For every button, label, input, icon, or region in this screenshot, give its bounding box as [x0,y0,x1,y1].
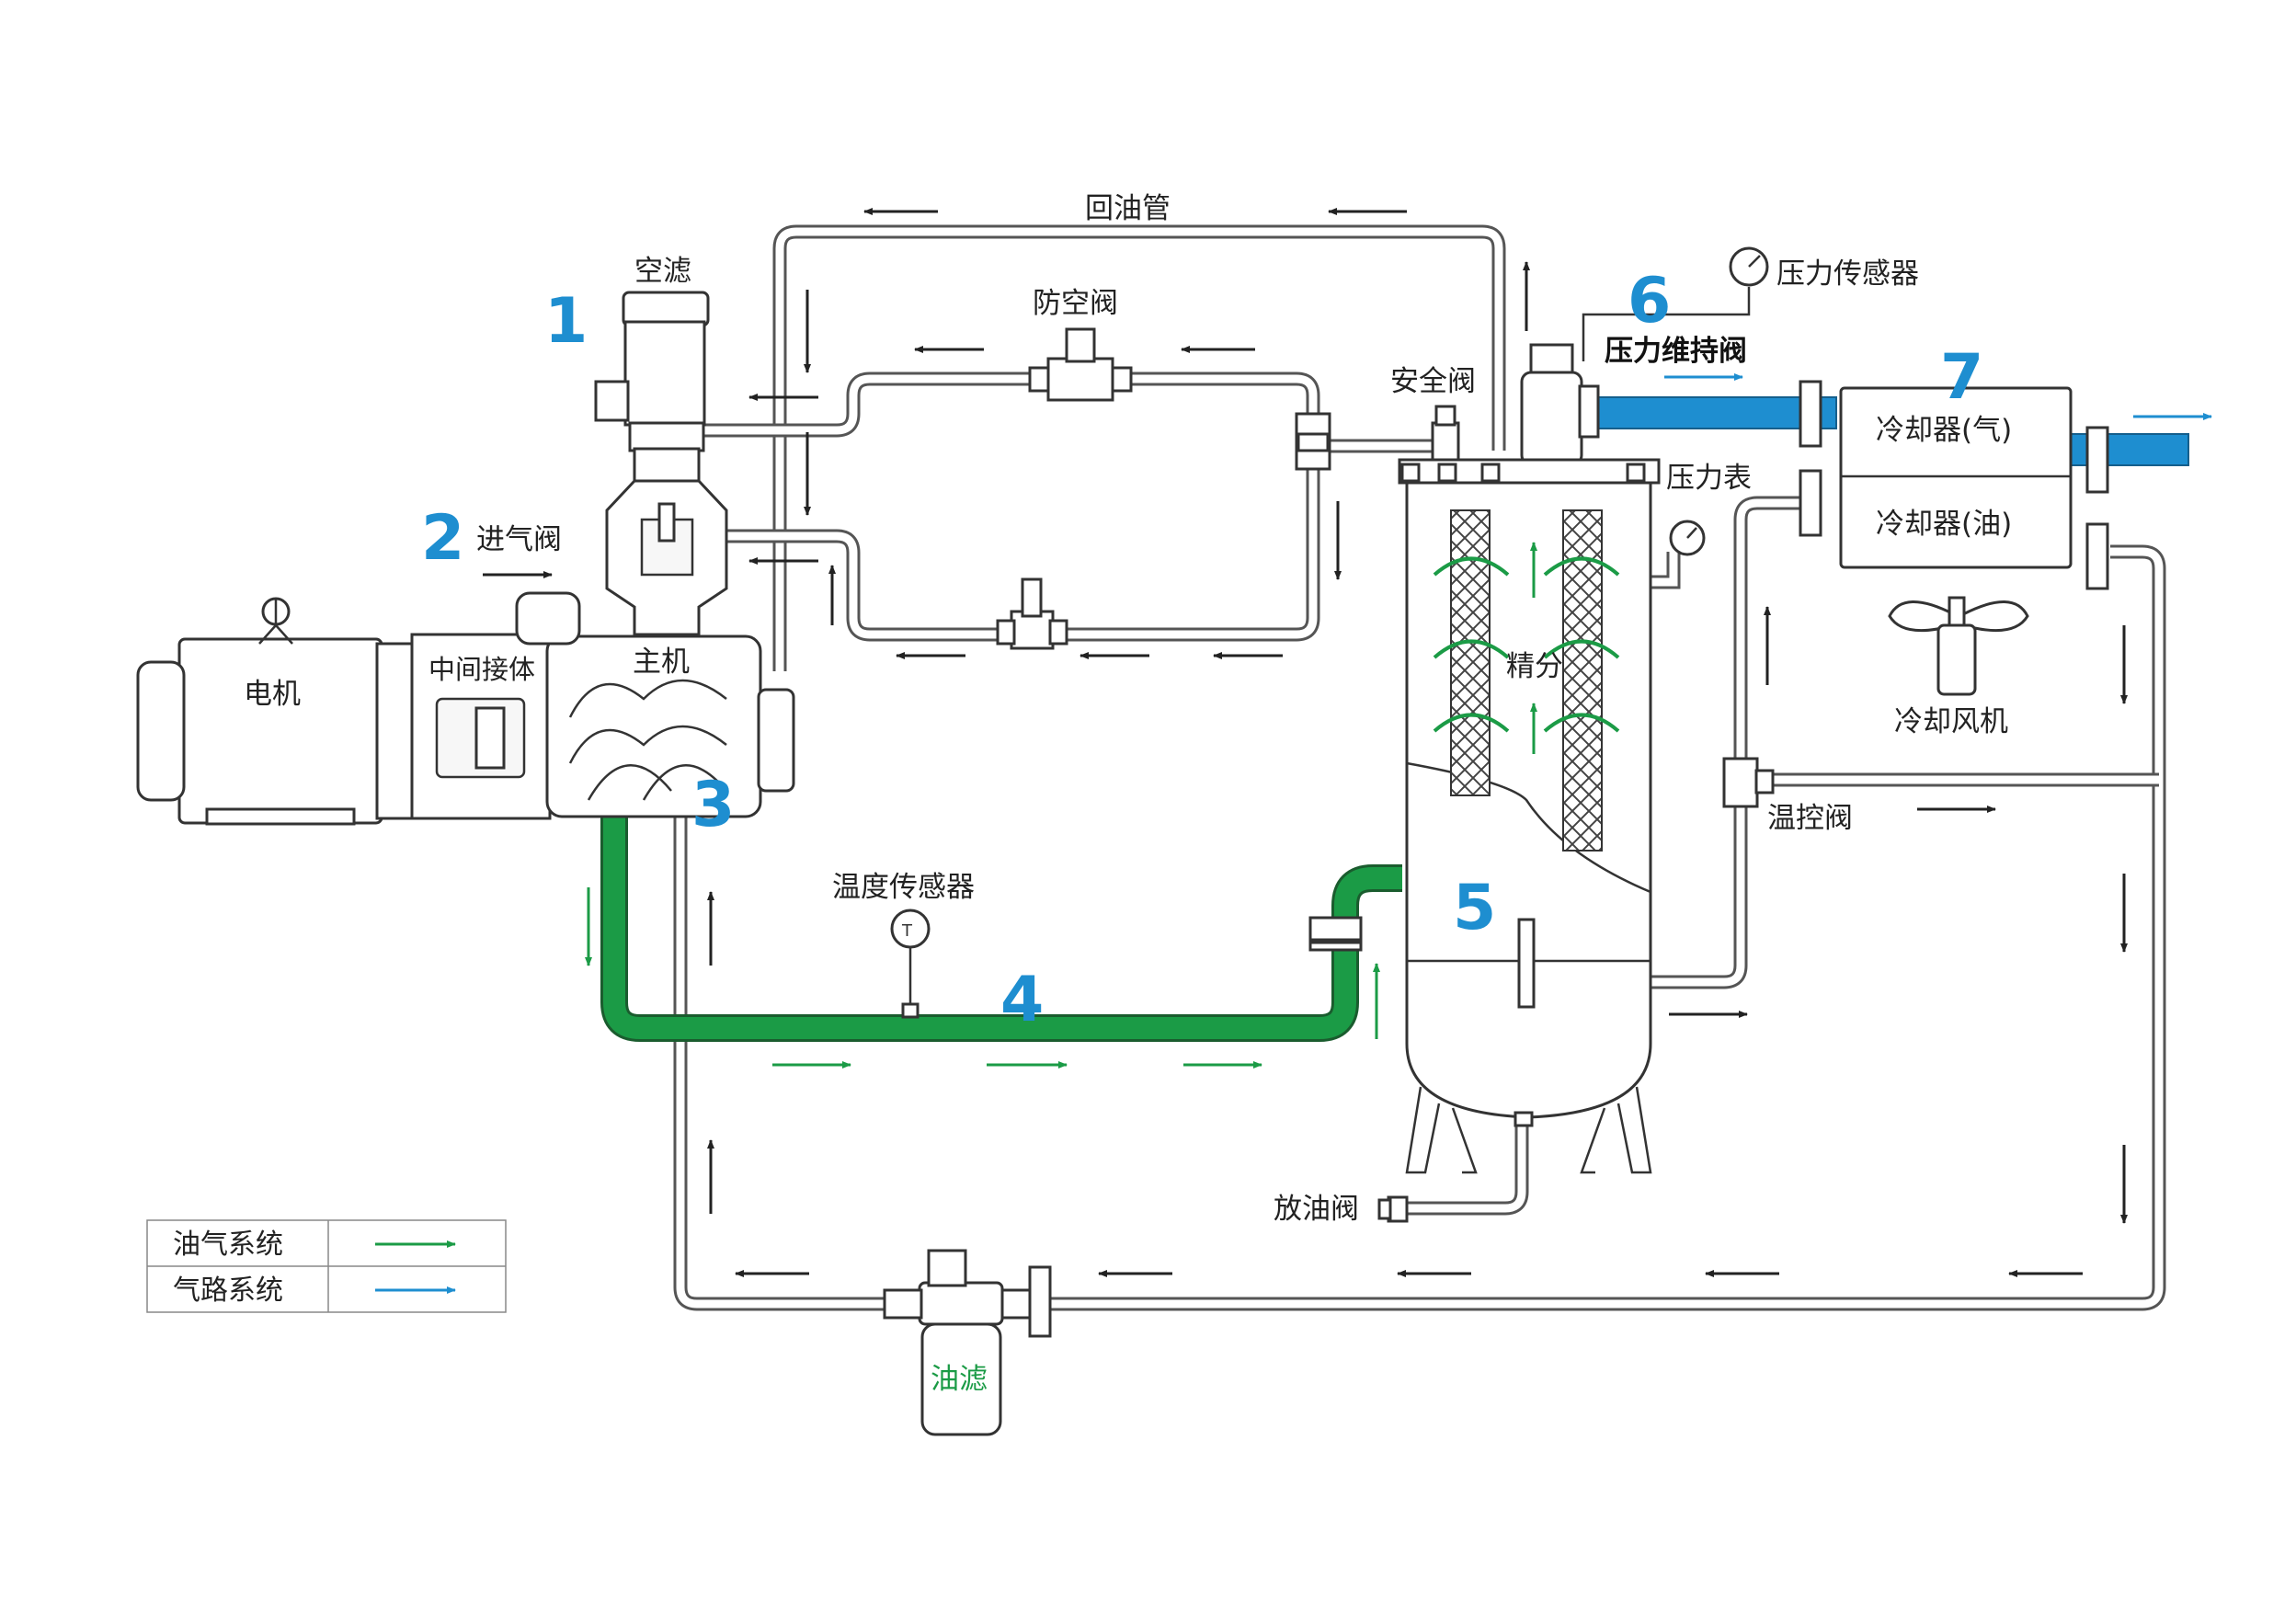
pressure-gauge [1669,520,1706,556]
intake-valve-label: 进气阀 [476,523,562,556]
separation-label: 精分 [1506,650,1563,683]
flow-arrows-blue [1664,373,2212,420]
airend [515,591,795,818]
air-pipe-out [1594,396,1837,429]
safety-valve [1431,405,1460,462]
flow-arrows-black [483,208,2128,1277]
pressure-sensor-label: 压力传感器 [1776,257,1919,291]
thermo-valve-label: 温控阀 [1767,802,1853,835]
separator-element-right [1562,509,1603,852]
coupling [410,633,552,820]
oil-filter-label: 油滤 [931,1363,988,1396]
drain-valve-label: 放油阀 [1274,1193,1359,1226]
air-filter [594,291,710,452]
number-7: 7 [1940,341,1983,414]
oil-gas-flange [1308,916,1363,952]
coupling-label: 中间接体 [428,654,535,685]
number-1: 1 [544,285,588,358]
cooler-gas-label: 冷却器(气) [1876,414,2012,447]
thermostatic-valve [1722,757,1775,808]
drain-valve [1377,1195,1409,1223]
motor [136,597,414,826]
lower-valve [996,577,1068,650]
cooler-oil-label: 冷却器(油) [1876,508,2012,541]
number-6: 6 [1628,265,1671,337]
anti-vacuum-valve [1028,327,1133,402]
cooler-unit [1799,380,2109,590]
temperature-sensor: T [890,909,931,1019]
anti-vacuum-valve-label: 防空阀 [1033,287,1118,320]
motor-label: 电机 [244,678,301,711]
cooling-fan [1888,596,2029,696]
airend-label: 主机 [633,646,690,679]
tee-fitting [1295,412,1331,471]
oil-return-label: 回油管 [1085,192,1171,225]
number-4: 4 [1000,964,1044,1036]
number-3: 3 [691,769,735,841]
separator-element-left [1450,509,1491,796]
temp-sensor-label: 温度传感器 [832,871,975,904]
legend-label-air: 气路系统 [173,1274,283,1307]
pressure-gauge-label: 压力表 [1666,462,1752,495]
pressure-sensor [1729,246,1769,287]
svg-text:T: T [901,921,913,941]
legend-label-oil-gas: 油气系统 [173,1229,283,1261]
number-5: 5 [1453,872,1496,944]
air-filter-label: 空滤 [634,255,691,288]
min-pressure-valve-label: 压力维持阀 [1605,335,1747,368]
legend: 油气系统 气路系统 [146,1219,507,1313]
intake-valve [605,447,728,636]
gray-pipes [673,224,2166,1311]
number-2: 2 [421,502,464,575]
safety-valve-label: 安全阀 [1390,365,1476,398]
separator-tank [1398,458,1661,1174]
oil-filter [883,1249,1052,1436]
flow-arrows-green [585,542,1537,1069]
cooling-fan-label: 冷却风机 [1894,705,2008,738]
